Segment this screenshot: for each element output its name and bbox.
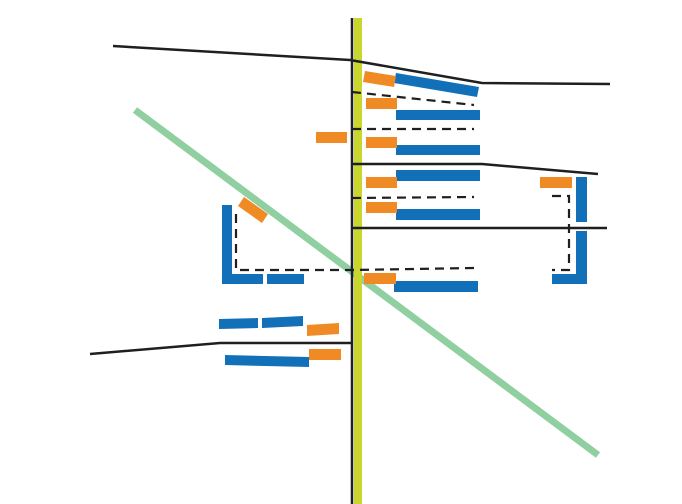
- top-boundary-line: [112, 44, 611, 86]
- dashed-lines: [234, 90, 571, 272]
- dashed-line: [351, 90, 475, 107]
- orange-block: [366, 177, 397, 188]
- blue-block: [394, 73, 479, 97]
- orange-block: [366, 202, 397, 213]
- orange-block: [363, 71, 396, 87]
- blue-block: [222, 274, 263, 284]
- blue-block: [394, 281, 478, 292]
- blue-block: [396, 209, 480, 220]
- blue-block: [219, 318, 258, 329]
- orange-block: [238, 197, 268, 223]
- blue-block: [576, 177, 587, 222]
- dashed-line: [552, 194, 571, 272]
- dashed-line: [234, 214, 475, 272]
- orange-block: [364, 273, 396, 284]
- mid-boundary-line: [352, 162, 599, 176]
- blue-block: [222, 205, 232, 275]
- orange-block: [366, 98, 397, 109]
- orange-block: [307, 323, 339, 336]
- orange-block: [540, 177, 572, 188]
- lower-left-boundary-line: [89, 341, 352, 356]
- orange-block: [309, 349, 341, 360]
- orange-block: [316, 132, 347, 143]
- blue-block: [552, 274, 587, 284]
- dashed-line: [351, 195, 475, 200]
- blue-block: [396, 110, 480, 120]
- orange-block: [366, 137, 397, 148]
- blue-block: [576, 231, 587, 282]
- orange-blocks: [238, 71, 572, 360]
- blue-block: [262, 316, 303, 328]
- blue-block: [396, 170, 480, 181]
- blue-block: [396, 145, 480, 155]
- blue-block: [267, 274, 304, 284]
- blue-blocks: [219, 73, 587, 367]
- blue-block: [225, 355, 309, 367]
